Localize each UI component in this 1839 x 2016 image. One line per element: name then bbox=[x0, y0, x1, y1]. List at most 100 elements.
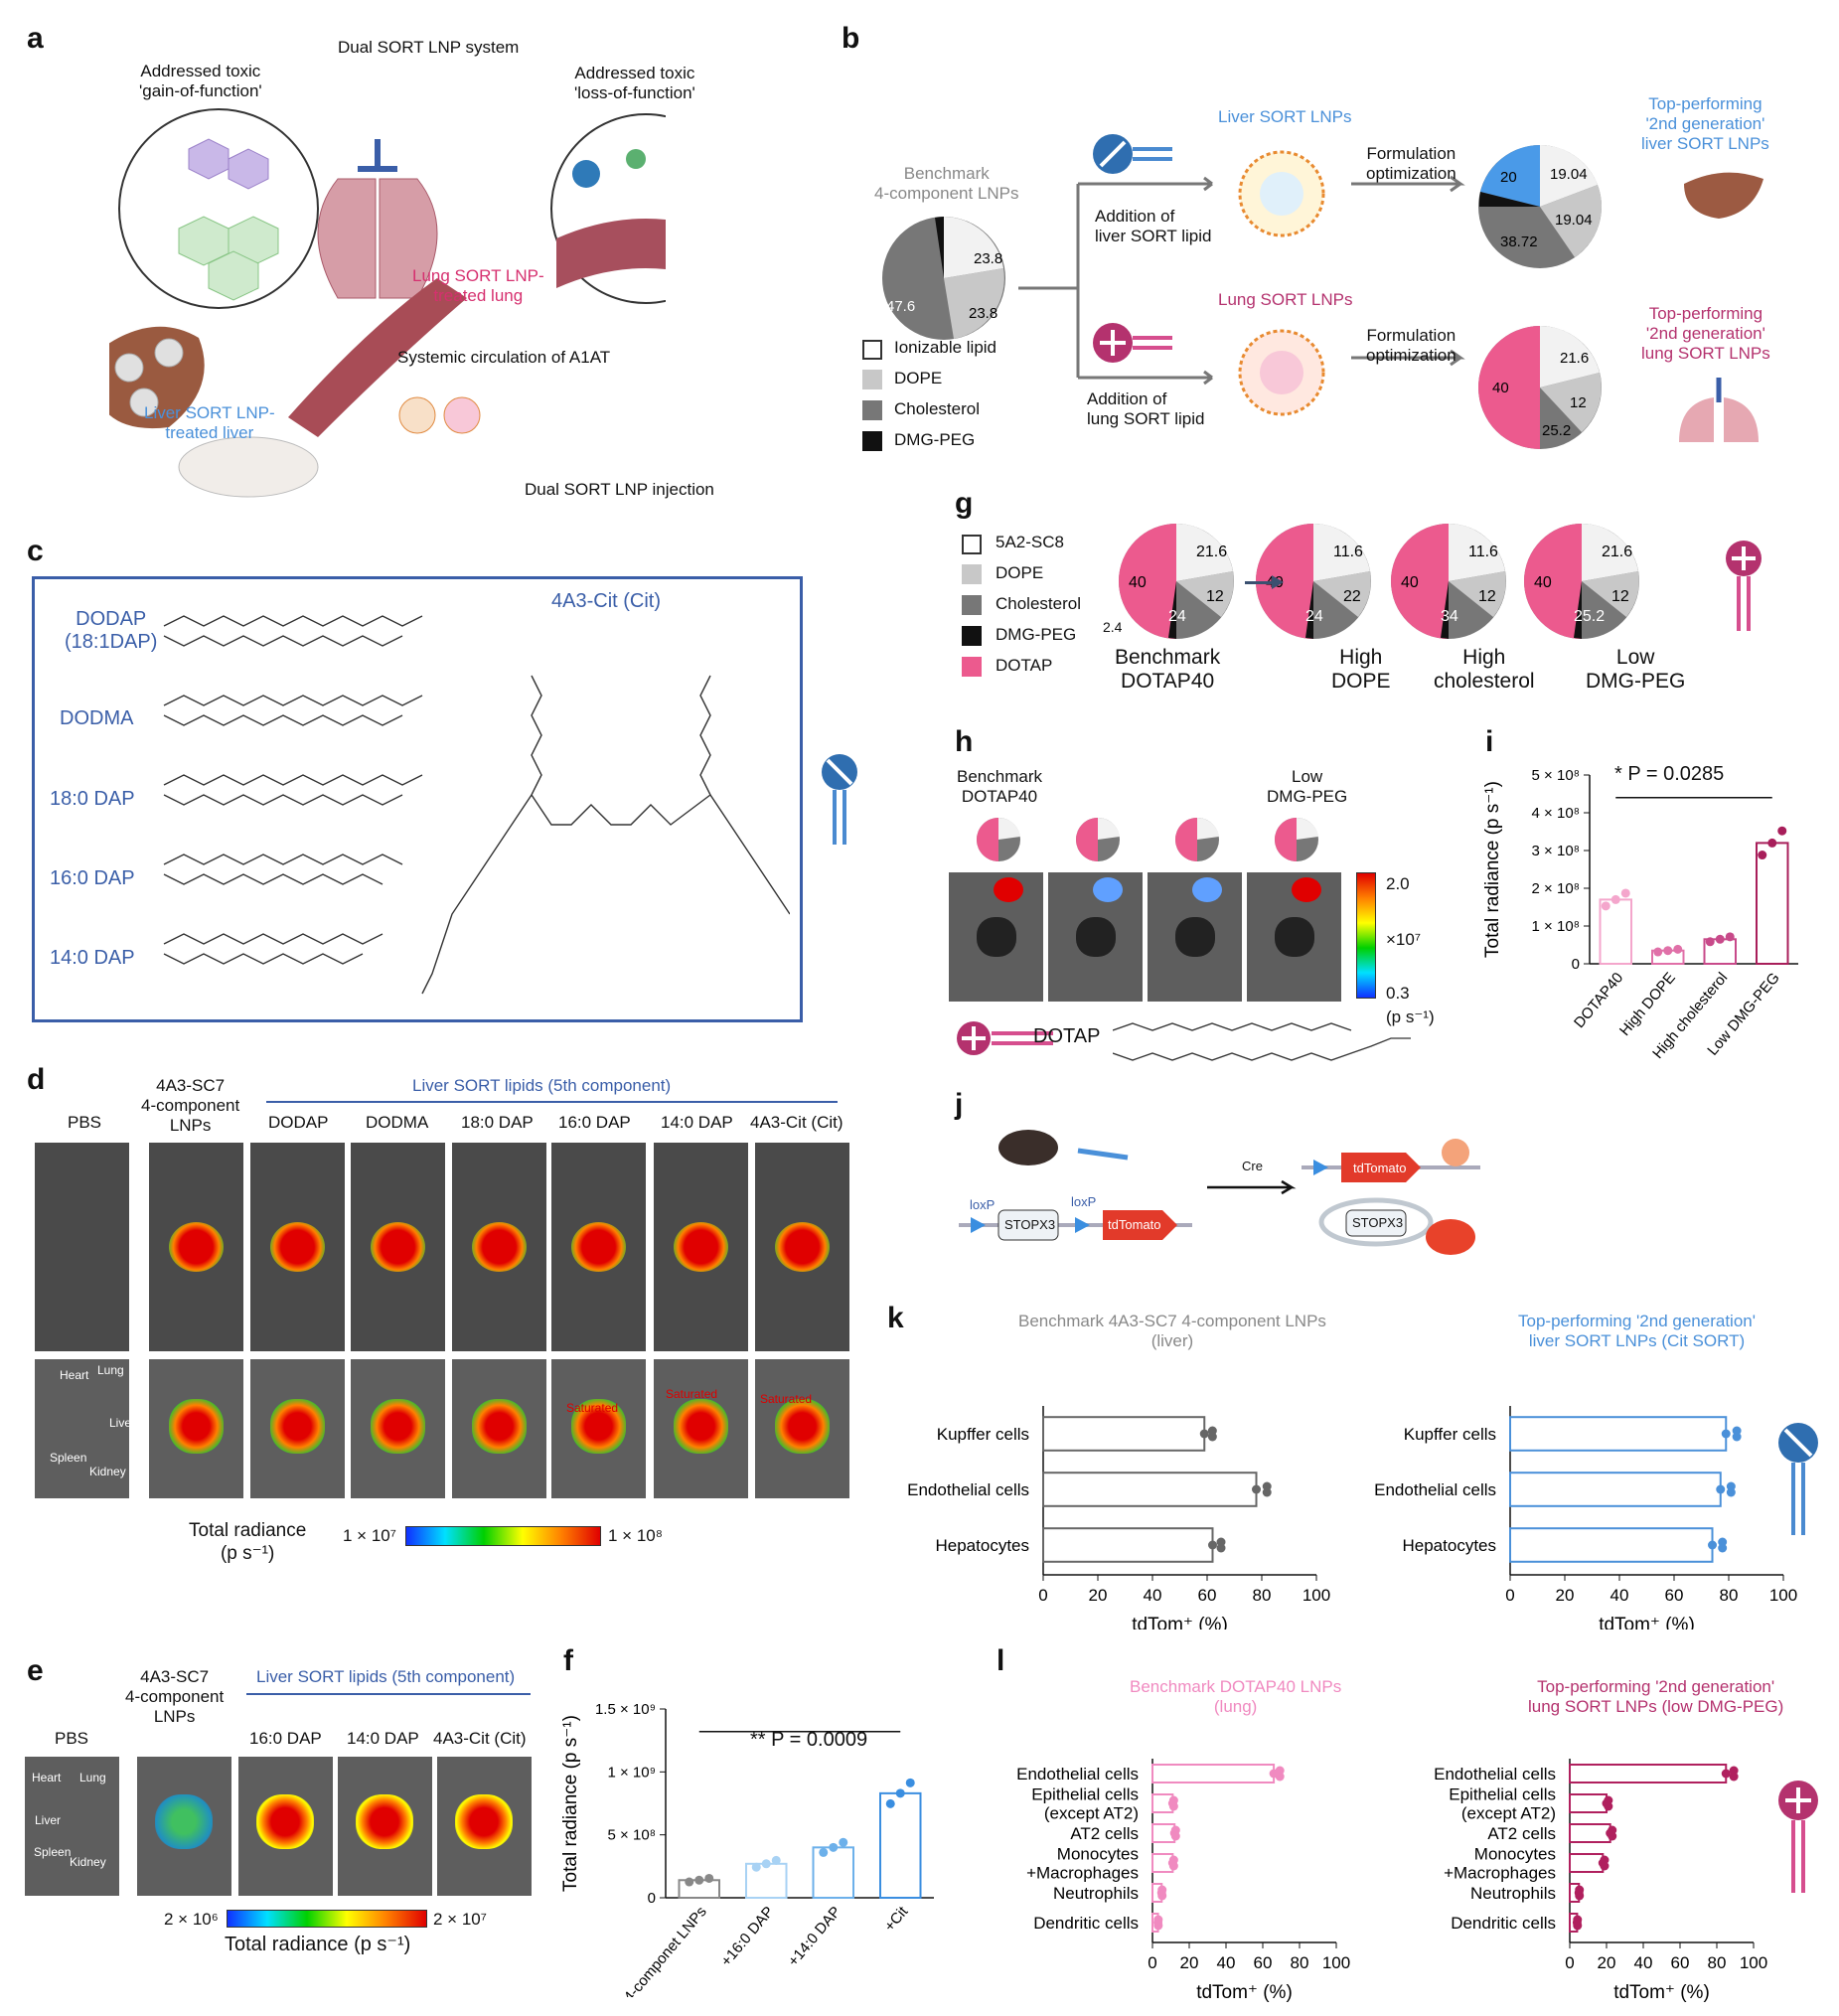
x-tick-label: +Cit bbox=[881, 1903, 912, 1935]
data-point bbox=[761, 1859, 771, 1869]
y-tick-label: 0 bbox=[1572, 956, 1580, 973]
bar bbox=[1042, 1416, 1206, 1452]
x-tick-label: 100 bbox=[1322, 1953, 1350, 1972]
loss-of-function-label: Addressed toxic 'loss-of-function' bbox=[574, 64, 695, 102]
bar bbox=[1042, 1527, 1214, 1563]
x-tick-label: 0 bbox=[1038, 1586, 1047, 1605]
data-point bbox=[1729, 1772, 1739, 1782]
lung-sort-label: Lung SORT LNPs bbox=[1218, 290, 1353, 309]
x-tick-label: +14:0 DAP bbox=[785, 1904, 844, 1970]
e-scale-min: 2 × 10⁶ bbox=[164, 1910, 219, 1929]
data-point bbox=[1708, 1540, 1717, 1550]
gain-of-function-label: Addressed toxic 'gain-of-function' bbox=[139, 62, 262, 100]
category-label: AT2 cells bbox=[1487, 1824, 1556, 1843]
svg-text:38.72: 38.72 bbox=[1500, 233, 1538, 250]
x-tick-label: 40 bbox=[1144, 1586, 1162, 1605]
category-label: +Macrophages bbox=[1026, 1864, 1139, 1883]
pie-dmgpeg bbox=[1168, 581, 1176, 639]
pie-label: 40 bbox=[1401, 574, 1419, 591]
d-col-16-0: 16:0 DAP bbox=[558, 1113, 631, 1132]
x-tick-label: 60 bbox=[1671, 1953, 1690, 1972]
y-tick-label: 3 × 10⁸ bbox=[1532, 843, 1580, 859]
pie-ionizable bbox=[1449, 524, 1505, 581]
k-title-right: Top-performing '2nd generation' liver SO… bbox=[1518, 1312, 1756, 1350]
data-point bbox=[839, 1837, 848, 1847]
organ-image bbox=[551, 1359, 646, 1498]
h-mini-pie bbox=[977, 817, 1020, 861]
y-tick-label: 4 × 10⁸ bbox=[1532, 805, 1580, 822]
mouse-image bbox=[250, 1143, 345, 1351]
category-label: Monocytes bbox=[1057, 1845, 1139, 1864]
d-scale-min: 1 × 10⁷ bbox=[343, 1526, 396, 1545]
category-label: +Macrophages bbox=[1444, 1864, 1556, 1883]
category-label: Kupffer cells bbox=[937, 1425, 1029, 1444]
e-header-line bbox=[246, 1693, 531, 1695]
h-bench-label: Benchmark DOTAP40 bbox=[957, 767, 1042, 806]
d-col-14-0: 14:0 DAP bbox=[661, 1113, 733, 1132]
bar bbox=[1151, 1764, 1276, 1783]
organ-image bbox=[25, 1757, 119, 1896]
organ-image bbox=[949, 872, 1043, 1002]
bar bbox=[1569, 1823, 1611, 1843]
category-label: Hepatocytes bbox=[1403, 1536, 1497, 1555]
pie-dotap bbox=[1524, 524, 1582, 639]
category-label: Hepatocytes bbox=[936, 1536, 1030, 1555]
e-scale-max: 2 × 10⁷ bbox=[433, 1910, 487, 1929]
e-organ-spleen: Spleen bbox=[34, 1845, 72, 1859]
data-point bbox=[1718, 1543, 1728, 1553]
data-point bbox=[1153, 1921, 1163, 1931]
d-organ-lung: Lung bbox=[97, 1363, 124, 1377]
e-organ-kidney: Kidney bbox=[70, 1855, 106, 1869]
liver-signal bbox=[155, 1794, 213, 1849]
panel-a-illustration bbox=[109, 108, 666, 498]
bar bbox=[1756, 842, 1789, 965]
pie-dope bbox=[1449, 571, 1506, 617]
svg-text:19.04: 19.04 bbox=[1555, 212, 1593, 229]
x-tick-label: 100 bbox=[1303, 1586, 1330, 1605]
organ-image bbox=[238, 1757, 333, 1896]
lung-signal bbox=[1292, 877, 1321, 902]
data-point bbox=[1777, 826, 1787, 836]
x-axis-label: tdTom⁺ (%) bbox=[1613, 1982, 1710, 2003]
organ-image bbox=[755, 1359, 849, 1498]
d-header-line bbox=[266, 1101, 838, 1103]
lipid-dodma: DODMA bbox=[60, 707, 134, 729]
liver-tissue bbox=[977, 917, 1016, 957]
lung-signal bbox=[1192, 877, 1222, 902]
d-col-18-0: 18:0 DAP bbox=[461, 1113, 534, 1132]
g-name-0: Benchmark DOTAP40 bbox=[1115, 646, 1221, 693]
x-tick-label: DOTAP40 bbox=[1571, 970, 1626, 1031]
x-tick-label: 80 bbox=[1708, 1953, 1727, 1972]
category-label: Monocytes bbox=[1474, 1845, 1556, 1864]
d-saturated-2: Saturated bbox=[666, 1387, 718, 1401]
pie-dotap bbox=[1391, 524, 1449, 639]
x-tick-label: 40 bbox=[1610, 1586, 1629, 1605]
liver-signal bbox=[455, 1794, 513, 1849]
liver-treated-label: Liver SORT LNP- treated liver bbox=[144, 403, 275, 442]
j-loxp-2: loxP bbox=[1071, 1194, 1097, 1209]
data-point bbox=[905, 1778, 915, 1787]
data-point bbox=[1767, 838, 1777, 848]
benchmark-pie: 23.8 23.8 47.6 bbox=[882, 217, 1005, 340]
organ-image bbox=[452, 1359, 546, 1498]
signal-blob bbox=[775, 1222, 830, 1272]
panel-label-i: i bbox=[1485, 725, 1494, 758]
category-label: (except AT2) bbox=[1044, 1804, 1139, 1823]
top-liver-label: Top-performing '2nd generation' liver SO… bbox=[1641, 94, 1769, 153]
y-axis-label: Total radiance (p s⁻¹) bbox=[1482, 781, 1503, 958]
data-point bbox=[1157, 1891, 1167, 1901]
g-name-3: Low DMG-PEG bbox=[1586, 646, 1686, 693]
bar bbox=[745, 1862, 788, 1900]
pie-dmgpeg bbox=[1441, 581, 1449, 639]
data-point bbox=[1663, 946, 1673, 956]
category-label: Neutrophils bbox=[1470, 1884, 1556, 1903]
d-organ-kidney: Kidney bbox=[89, 1465, 126, 1478]
data-point bbox=[694, 1875, 704, 1885]
data-point bbox=[1725, 932, 1735, 942]
pie-dope bbox=[1313, 571, 1371, 617]
organ-image bbox=[338, 1757, 432, 1896]
data-point bbox=[1610, 894, 1620, 904]
lipid-dodap: DODAP (18:1DAP) bbox=[65, 608, 158, 653]
